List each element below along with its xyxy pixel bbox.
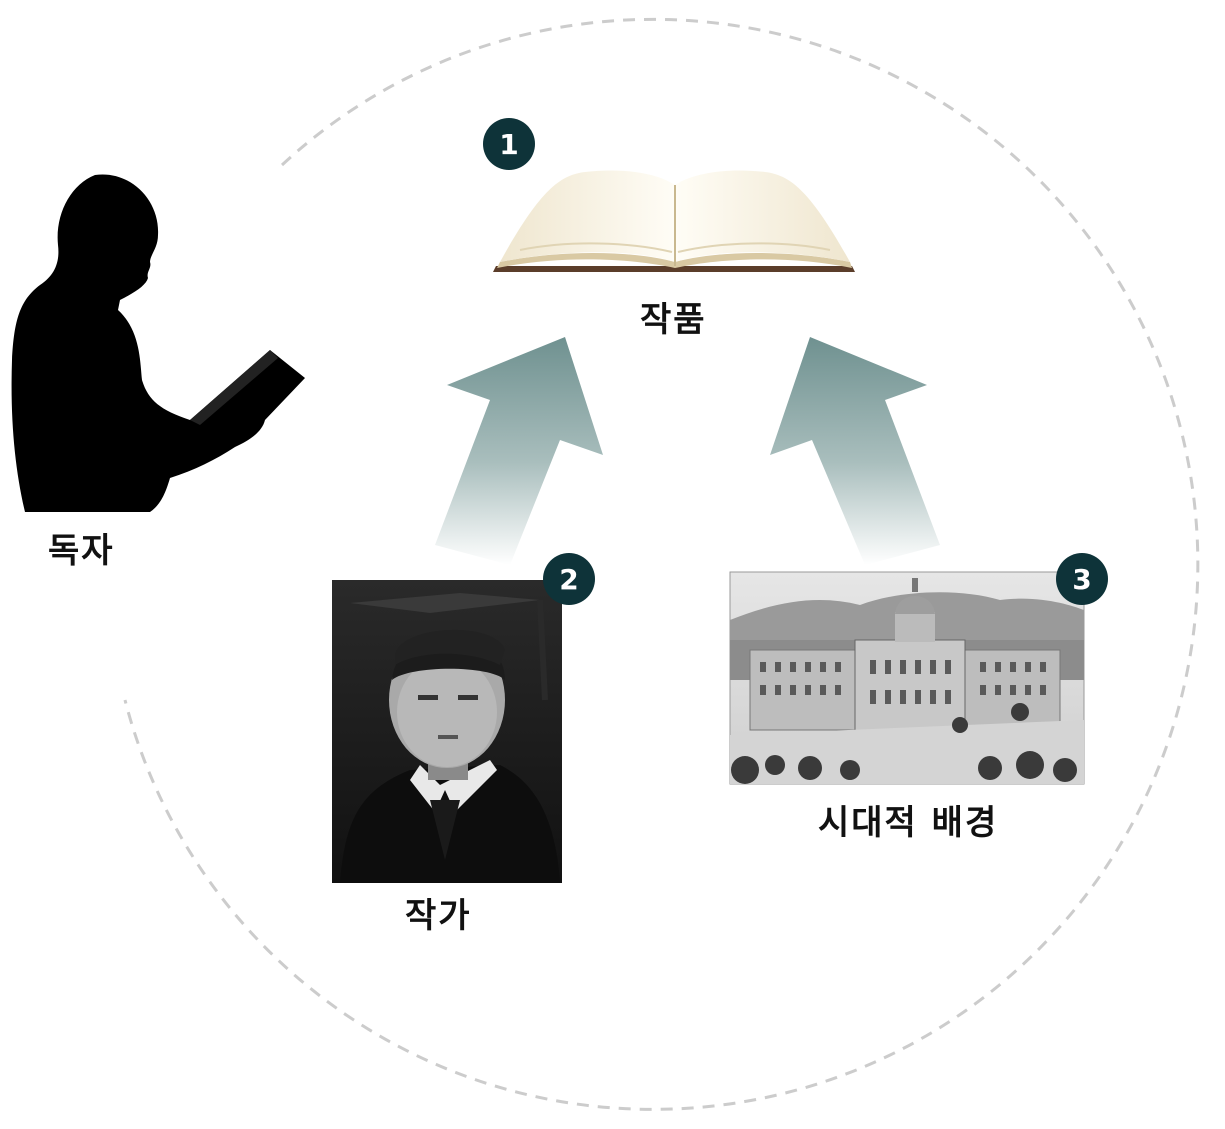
badge-work-number: 1 <box>483 118 535 170</box>
author-label: 작가 <box>405 896 472 936</box>
badge-era-number: 3 <box>1056 553 1108 605</box>
reader-silhouette <box>11 174 306 512</box>
reader-label: 독자 <box>48 531 115 571</box>
work-label: 작품 <box>640 300 707 340</box>
era-label: 시대적 배경 <box>818 803 999 843</box>
open-book-image <box>493 170 855 272</box>
arrow-author-to-work <box>435 337 603 565</box>
dashed-circle-arc <box>123 17 1200 1111</box>
author-photo <box>332 580 562 883</box>
arrow-era-to-work <box>770 337 940 565</box>
badge-author-number: 2 <box>543 553 595 605</box>
era-building-photo <box>729 571 1085 785</box>
